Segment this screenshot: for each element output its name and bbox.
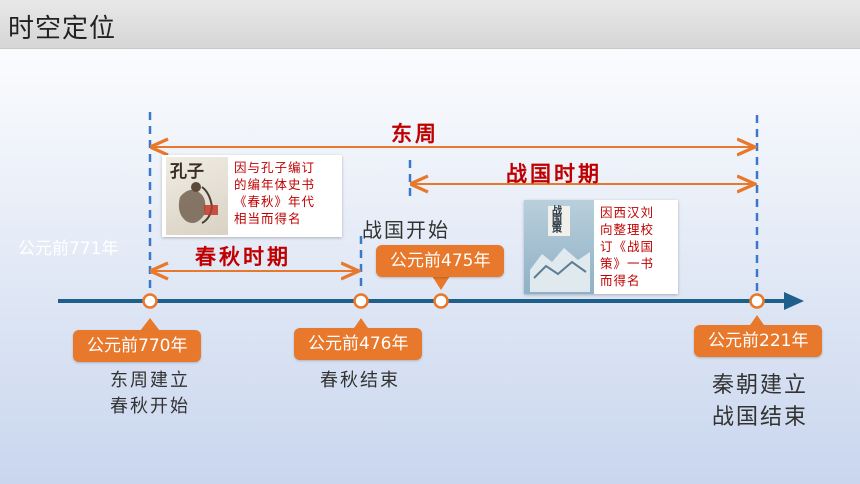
zhanguo-book-cover: 战国策 (524, 200, 594, 294)
chunqiu-book-cover: 孔子 (166, 157, 228, 235)
event-221-line-2: 战国结束 (711, 405, 808, 430)
date-box-476: 公元前476年 (294, 328, 423, 360)
event-221-line-1: 秦朝建立 (711, 373, 808, 398)
pointer-221 (748, 315, 766, 328)
period-label-warring-states: 战国时期 (506, 162, 602, 186)
event-221: 秦朝建立 战国结束 (700, 370, 820, 434)
node-770 (142, 293, 158, 309)
event-warring-start: 战国开始 (362, 218, 450, 242)
node-475 (433, 293, 449, 309)
zhanguo-line-3: 订《战国 (600, 239, 655, 254)
pointer-770 (140, 318, 160, 331)
chunqiu-card-text: 因与孔子编订 的编年体史书 《春秋》年代 相当而得名 (234, 159, 340, 227)
chunqiu-line-3: 《春秋》年代 (234, 194, 316, 209)
zhanguo-book-icon (530, 206, 590, 292)
chunqiu-card: 孔子 因与孔子编订 的编年体史书 《春秋》年代 相当而得名 (162, 155, 342, 237)
zhanguo-card: 战国策 因西汉刘 向整理校 订《战国 策》一书 而得名 (524, 200, 678, 294)
pointer-475 (432, 276, 450, 290)
node-221 (749, 293, 765, 309)
zhanguo-line-4: 策》一书 (600, 256, 655, 271)
title-bar: 时空定位 (0, 0, 860, 49)
chunqiu-line-2: 的编年体史书 (234, 177, 316, 192)
period-label-spring-autumn: 春秋时期 (195, 245, 291, 269)
date-box-770: 公元前770年 (73, 330, 202, 362)
period-label-eastern-zhou: 东周 (391, 122, 439, 146)
chunqiu-book-title: 孔子 (170, 162, 204, 182)
event-770-line-2: 春秋开始 (110, 396, 190, 417)
event-770-line-1: 东周建立 (110, 370, 190, 391)
event-476: 春秋结束 (320, 370, 400, 391)
zhanguo-line-1: 因西汉刘 (600, 205, 655, 220)
chunqiu-line-4: 相当而得名 (234, 211, 302, 226)
node-476 (353, 293, 369, 309)
date-box-475: 公元前475年 (376, 245, 505, 277)
date-box-221: 公元前221年 (694, 325, 823, 357)
zhanguo-card-text: 因西汉刘 向整理校 订《战国 策》一书 而得名 (600, 204, 676, 289)
event-770: 东周建立 春秋开始 (100, 368, 200, 420)
page-title: 时空定位 (8, 14, 117, 44)
chunqiu-book-icon (178, 182, 218, 224)
date-label-771: 公元前771年 (18, 239, 119, 259)
zhanguo-book-title: 战国策 (552, 206, 562, 235)
chunqiu-line-1: 因与孔子编订 (234, 160, 316, 175)
timeline-arrowhead (784, 292, 804, 310)
zhanguo-line-5: 而得名 (600, 273, 641, 288)
pointer-476 (352, 318, 370, 331)
zhanguo-line-2: 向整理校 (600, 222, 655, 237)
